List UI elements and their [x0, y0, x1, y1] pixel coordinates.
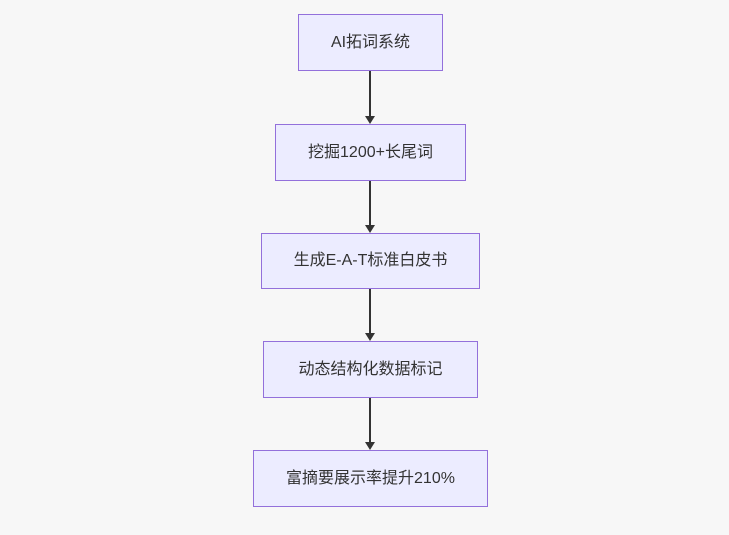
flow-node-label: 挖掘1200+长尾词	[308, 143, 433, 161]
flow-node-dynamic-structured-data-markup: 动态结构化数据标记	[263, 341, 478, 398]
flow-node-label: 富摘要展示率提升210%	[286, 469, 455, 487]
down-arrow-icon	[364, 398, 376, 450]
down-arrow-icon	[364, 181, 376, 233]
flow-node-generate-eat-whitepaper: 生成E-A-T标准白皮书	[261, 233, 480, 289]
arrowhead-icon	[365, 442, 375, 450]
flow-node-rich-snippet-rate-increase: 富摘要展示率提升210%	[253, 450, 488, 507]
arrow-line	[369, 398, 371, 444]
flow-node-label: 动态结构化数据标记	[298, 360, 443, 378]
arrowhead-icon	[365, 333, 375, 341]
flow-node-label: AI拓词系统	[330, 33, 411, 51]
arrow-line	[369, 181, 371, 227]
down-arrow-icon	[364, 71, 376, 124]
down-arrow-icon	[364, 289, 376, 341]
arrowhead-icon	[365, 116, 375, 124]
arrowhead-icon	[365, 225, 375, 233]
flow-node-label: 生成E-A-T标准白皮书	[293, 252, 448, 270]
arrow-line	[369, 289, 371, 335]
flow-node-mine-longtail-keywords: 挖掘1200+长尾词	[275, 124, 466, 181]
flow-node-ai-word-expansion-system: AI拓词系统	[298, 14, 443, 71]
arrow-line	[369, 71, 371, 118]
